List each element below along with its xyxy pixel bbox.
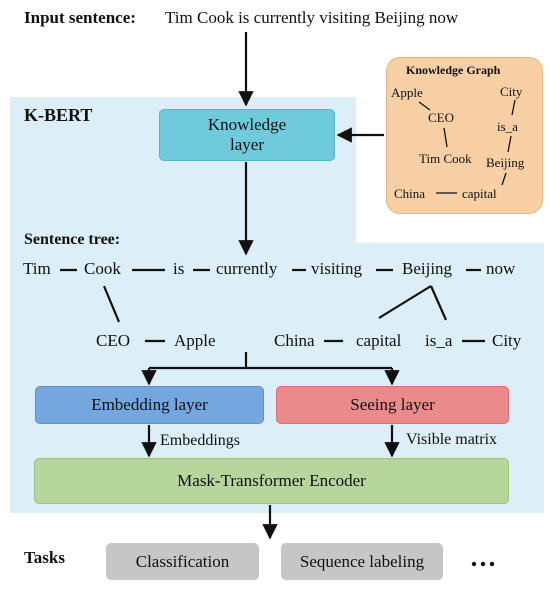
encoder-label: Mask-Transformer Encoder: [177, 471, 366, 490]
tree-token-is: is: [173, 259, 185, 278]
knowledge-graph-panel: [386, 57, 543, 214]
tasks-ellipsis-dots: [471, 561, 495, 567]
kbert-title: K-BERT: [24, 105, 93, 125]
tree-edge-cook-ceo: [102, 285, 121, 323]
knowledge-graph-title: Knowledge Graph: [406, 63, 501, 77]
input-sentence-label: Input sentence:: [24, 8, 136, 27]
knowledge-layer-box: Knowledge layer: [159, 109, 335, 161]
mask-transformer-encoder-box: Mask-Transformer Encoder: [34, 458, 509, 504]
kg-edge-isa-beijing: [507, 135, 512, 153]
kg-node-capital: capital: [462, 186, 497, 201]
embedding-layer-label: Embedding layer: [91, 395, 208, 414]
kg-edge-ceo-timcook: [443, 127, 448, 148]
kg-node-tim-cook: Tim Cook: [419, 151, 472, 166]
tree-branch-ceo: CEO: [96, 331, 130, 350]
visible-matrix-arrow-label: Visible matrix: [406, 431, 498, 448]
sentence-tree-label: Sentence tree:: [24, 231, 121, 248]
kg-node-city: City: [500, 84, 523, 99]
tree-edge-beijing-isa: [429, 285, 448, 321]
tasks-label: Tasks: [24, 548, 65, 567]
kg-edge-beijing-capital: [501, 172, 507, 186]
kg-node-is-a: is_a: [497, 119, 518, 134]
tree-branch-china: China: [274, 331, 315, 350]
tree-edge-beijing-china: [378, 285, 432, 319]
input-sentence-text: Tim Cook is currently visiting Beijing n…: [165, 8, 459, 27]
kg-node-apple: Apple: [391, 85, 423, 100]
task-sequence-labeling-label: Sequence labeling: [299, 551, 425, 571]
tree-token-visiting: visiting: [311, 259, 363, 278]
task-sequence-labeling-box: Sequence labeling: [281, 543, 443, 580]
tree-branch-apple: Apple: [174, 331, 216, 350]
kg-node-beijing: Beijing: [486, 155, 525, 170]
task-classification-box: Classification: [106, 543, 259, 580]
tree-token-now: now: [486, 259, 516, 278]
embedding-layer-box: Embedding layer: [35, 386, 264, 424]
kg-node-china: China: [394, 186, 426, 201]
tree-branch-is-a: is_a: [425, 331, 453, 350]
embeddings-arrow-label: Embeddings: [160, 432, 240, 449]
tree-token-beijing: Beijing: [402, 259, 453, 278]
tree-branch-capital: capital: [356, 331, 402, 350]
tree-token-tim: Tim: [23, 259, 51, 278]
seeing-layer-label: Seeing layer: [350, 395, 435, 414]
seeing-layer-box: Seeing layer: [276, 386, 509, 424]
tree-token-cook: Cook: [84, 259, 121, 278]
knowledge-layer-line2: layer: [230, 135, 264, 154]
kg-edge-apple-ceo: [418, 101, 431, 111]
tree-token-currently: currently: [216, 259, 278, 278]
task-classification-label: Classification: [135, 551, 230, 571]
kg-node-ceo: CEO: [428, 110, 454, 125]
knowledge-layer-line1: Knowledge: [207, 114, 287, 134]
kg-edge-city-isa: [511, 99, 516, 116]
tree-branch-city: City: [492, 331, 522, 350]
